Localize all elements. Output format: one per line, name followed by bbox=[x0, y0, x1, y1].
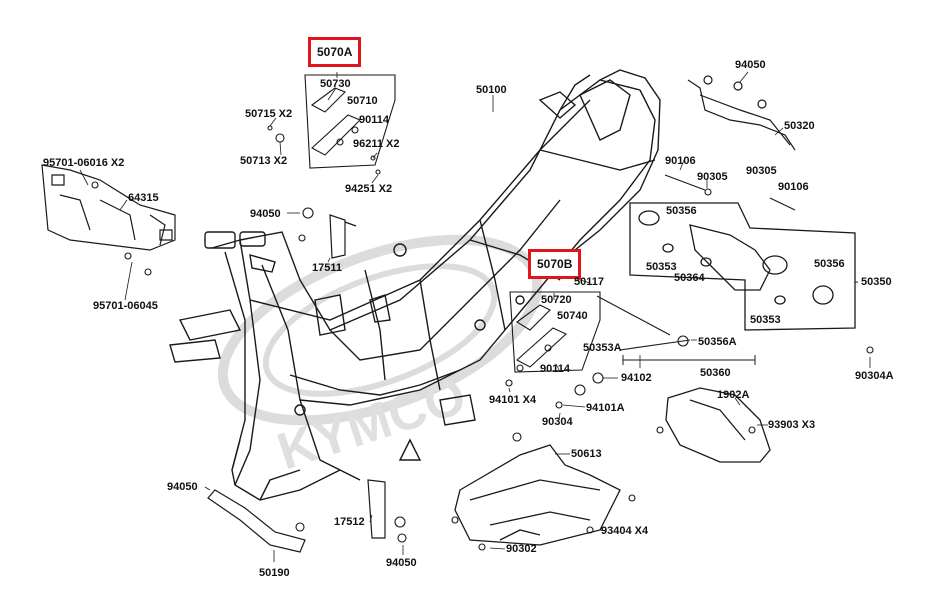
label-50350: 50350 bbox=[861, 276, 892, 288]
stay-50190 bbox=[208, 490, 305, 552]
label-50117: 50117 bbox=[574, 276, 604, 288]
label-90114-a: 90114 bbox=[359, 114, 389, 126]
label-50356-a: 50356 bbox=[666, 205, 697, 217]
engine-hanger-50350 bbox=[630, 203, 855, 330]
label-50320: 50320 bbox=[784, 120, 815, 132]
cover-1902A bbox=[666, 388, 770, 462]
label-50720: 50720 bbox=[541, 294, 572, 306]
bolts-and-nuts bbox=[92, 126, 873, 550]
under-cover-50613 bbox=[455, 445, 620, 545]
bracket-17511 bbox=[330, 215, 356, 258]
label-94251: 94251 X2 bbox=[345, 183, 393, 195]
label-90304: 90304 bbox=[542, 416, 573, 428]
label-95701-06016: 95701-06016 X2 bbox=[43, 157, 125, 169]
label-90106-a: 90106 bbox=[665, 155, 696, 167]
label-94050-d: 94050 bbox=[386, 557, 417, 569]
label-95701-06045: 95701-06045 bbox=[93, 300, 158, 312]
label-94102: 94102 bbox=[621, 372, 652, 384]
label-93404: 93404 X4 bbox=[601, 525, 649, 537]
label-50356A: 50356A bbox=[698, 336, 737, 348]
label-94050-b: 94050 bbox=[250, 208, 281, 220]
leader-lines bbox=[79, 71, 871, 562]
callout-5070B: 5070B bbox=[528, 249, 582, 279]
range-bracket-50360 bbox=[622, 355, 756, 365]
pad-set-5070A bbox=[305, 75, 395, 168]
label-94050-a: 94050 bbox=[735, 59, 766, 71]
label-17512: 17512 bbox=[334, 516, 365, 528]
pad-set-5070B bbox=[510, 292, 600, 372]
watermark-text: KYMCO bbox=[271, 366, 473, 481]
label-90114-b: 90114 bbox=[540, 363, 570, 375]
bracket-50320 bbox=[688, 76, 795, 150]
label-50353A: 50353A bbox=[583, 342, 622, 354]
label-50710: 50710 bbox=[347, 95, 378, 107]
label-90305-a: 90305 bbox=[697, 171, 728, 183]
label-50353-b: 50353 bbox=[750, 314, 781, 326]
label-1902A: 1902A bbox=[717, 389, 750, 401]
label-50713: 50713 X2 bbox=[240, 155, 288, 167]
label-50740: 50740 bbox=[557, 310, 588, 322]
label-64315: 64315 bbox=[128, 192, 159, 204]
label-50715: 50715 X2 bbox=[245, 108, 293, 120]
label-50190: 50190 bbox=[259, 567, 290, 579]
label-96211: 96211 X2 bbox=[353, 138, 400, 150]
label-90304A: 90304A bbox=[855, 370, 894, 382]
label-50613: 50613 bbox=[571, 448, 602, 460]
label-50100: 50100 bbox=[476, 84, 507, 96]
bracket-17512 bbox=[368, 480, 385, 538]
label-93903: 93903 X3 bbox=[768, 419, 816, 431]
kymco-watermark-logo: KYMCO bbox=[217, 234, 543, 481]
label-90305-b: 90305 bbox=[746, 165, 777, 177]
label-50353-a: 50353 bbox=[646, 261, 677, 273]
label-90106-b: 90106 bbox=[778, 181, 809, 193]
label-94101A: 94101A bbox=[586, 402, 625, 414]
label-50364: 50364 bbox=[674, 272, 705, 284]
bracket-64315 bbox=[42, 165, 175, 250]
label-17511: 17511 bbox=[312, 262, 342, 274]
label-50356-b: 50356 bbox=[814, 258, 845, 270]
label-94050-c: 94050 bbox=[167, 481, 198, 493]
callout-5070A: 5070A bbox=[308, 37, 362, 67]
label-50360: 50360 bbox=[700, 367, 731, 379]
label-90302: 90302 bbox=[506, 543, 537, 555]
label-50730: 50730 bbox=[320, 78, 351, 90]
label-94101-x4: 94101 X4 bbox=[489, 394, 537, 406]
